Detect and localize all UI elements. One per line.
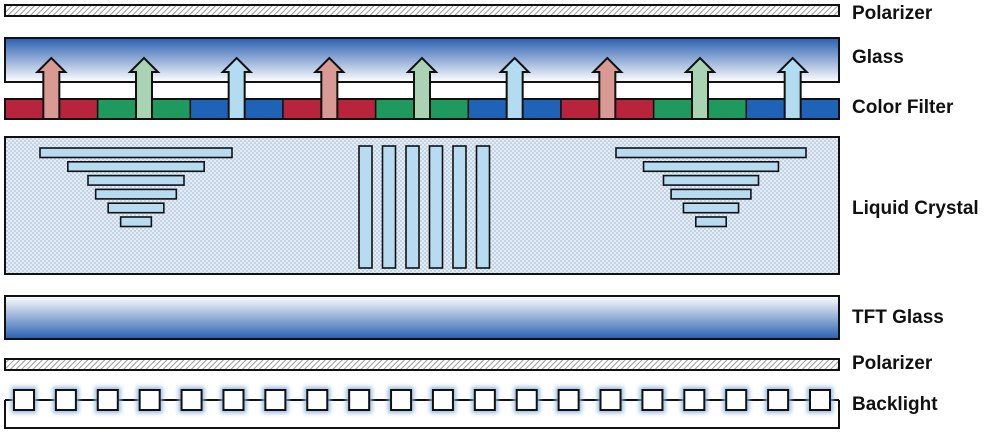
crystal-molecule-horizontal xyxy=(662,174,760,186)
light-arrow-red xyxy=(34,56,68,120)
glass-label: Glass xyxy=(852,47,904,68)
crystal-molecule-horizontal xyxy=(39,147,233,159)
light-arrow-green xyxy=(127,56,161,120)
polarizer-top-label: Polarizer xyxy=(852,3,933,24)
backlight-led xyxy=(725,389,748,411)
crystal-molecule-vertical xyxy=(475,145,491,269)
backlight-led xyxy=(683,389,706,411)
backlight-led xyxy=(473,389,496,411)
light-arrow-blue xyxy=(776,56,810,120)
crystal-molecule-horizontal xyxy=(615,147,807,159)
backlight-frame xyxy=(4,400,840,429)
backlight-led xyxy=(306,389,329,411)
crystal-molecule-vertical xyxy=(358,145,373,269)
backlight-led xyxy=(431,389,454,411)
backlight-label: Backlight xyxy=(852,394,938,415)
crystal-molecule-horizontal xyxy=(682,202,740,214)
crystal-molecule-vertical xyxy=(405,145,420,269)
light-arrow-red xyxy=(312,56,346,120)
crystal-molecule-vertical xyxy=(452,145,467,269)
liquid-crystal-label: Liquid Crystal xyxy=(852,198,979,219)
tft-glass-label: TFT Glass xyxy=(852,307,944,328)
light-arrow-green xyxy=(683,56,717,120)
crystal-molecule-horizontal xyxy=(67,161,205,173)
backlight-led xyxy=(96,389,119,411)
polarizer-top-layer xyxy=(4,4,840,17)
backlight-led xyxy=(641,389,664,411)
crystal-molecule-horizontal xyxy=(107,202,165,214)
crystal-molecule-vertical xyxy=(428,145,444,269)
backlight-led xyxy=(515,389,538,411)
backlight-led xyxy=(180,389,203,411)
color-filter-label: Color Filter xyxy=(852,97,954,118)
tft-glass-layer xyxy=(4,295,840,340)
crystal-molecule-horizontal xyxy=(642,161,780,173)
light-arrow-green xyxy=(405,56,439,120)
crystal-molecule-vertical xyxy=(381,145,397,269)
crystal-molecule-horizontal xyxy=(694,216,727,228)
light-arrow-blue xyxy=(498,56,532,120)
backlight-led xyxy=(599,389,622,411)
backlight-led xyxy=(138,389,161,411)
crystal-molecule-horizontal xyxy=(87,174,185,186)
backlight-led xyxy=(390,389,413,411)
polarizer-bottom-label: Polarizer xyxy=(852,353,933,374)
crystal-molecule-horizontal xyxy=(670,188,752,200)
backlight-led xyxy=(264,389,287,411)
crystal-molecule-horizontal xyxy=(94,188,178,200)
backlight-led xyxy=(767,389,790,411)
light-arrow-blue xyxy=(220,56,254,120)
backlight-led xyxy=(557,389,580,411)
light-arrows xyxy=(34,56,810,120)
light-arrow-red xyxy=(590,56,624,120)
backlight-led xyxy=(348,389,371,411)
liquid-crystal-molecules xyxy=(39,145,807,269)
backlight-led xyxy=(54,389,77,411)
backlight-leds xyxy=(11,387,833,413)
backlight-led xyxy=(13,389,35,411)
crystal-molecule-horizontal xyxy=(119,216,153,228)
polarizer-bottom-layer xyxy=(4,358,840,371)
backlight-led xyxy=(809,389,831,411)
backlight-led xyxy=(222,389,245,411)
